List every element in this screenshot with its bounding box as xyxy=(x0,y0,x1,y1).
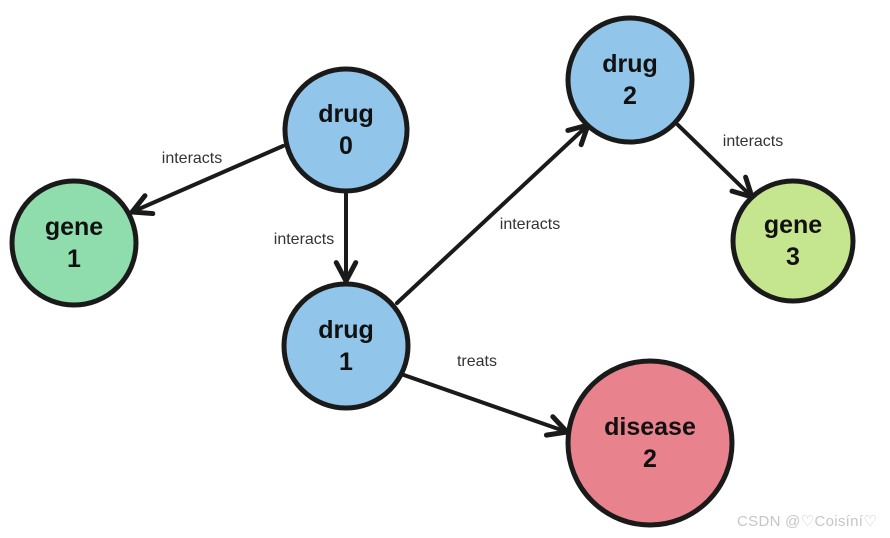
edge-drug2-gene3 xyxy=(676,123,755,200)
watermark: CSDN @♡Coisíní♡ xyxy=(737,513,877,530)
edge-label-drug1-drug2: interacts xyxy=(500,216,560,233)
node-circle-gene-1 xyxy=(9,178,139,308)
node-circle-drug-0 xyxy=(282,66,410,194)
edge-drug0-gene1 xyxy=(129,144,285,217)
edge-label-drug2-gene3: interacts xyxy=(723,133,783,150)
node-circle-disease-2 xyxy=(565,358,735,528)
edge-drug1-disease2 xyxy=(399,372,570,438)
node-circle-drug-1 xyxy=(281,281,411,411)
edge-label-drug0-drug1: interacts xyxy=(274,231,334,248)
node-circle-gene-3 xyxy=(730,178,856,304)
edge-label-drug0-gene1: interacts xyxy=(162,150,222,167)
edges-layer: interacts interacts interacts interacts trea… xyxy=(129,122,783,438)
edge-label-drug1-disease2: treats xyxy=(457,353,497,370)
edge-drug1-drug2 xyxy=(395,122,591,305)
node-circle-drug-2 xyxy=(565,15,695,145)
